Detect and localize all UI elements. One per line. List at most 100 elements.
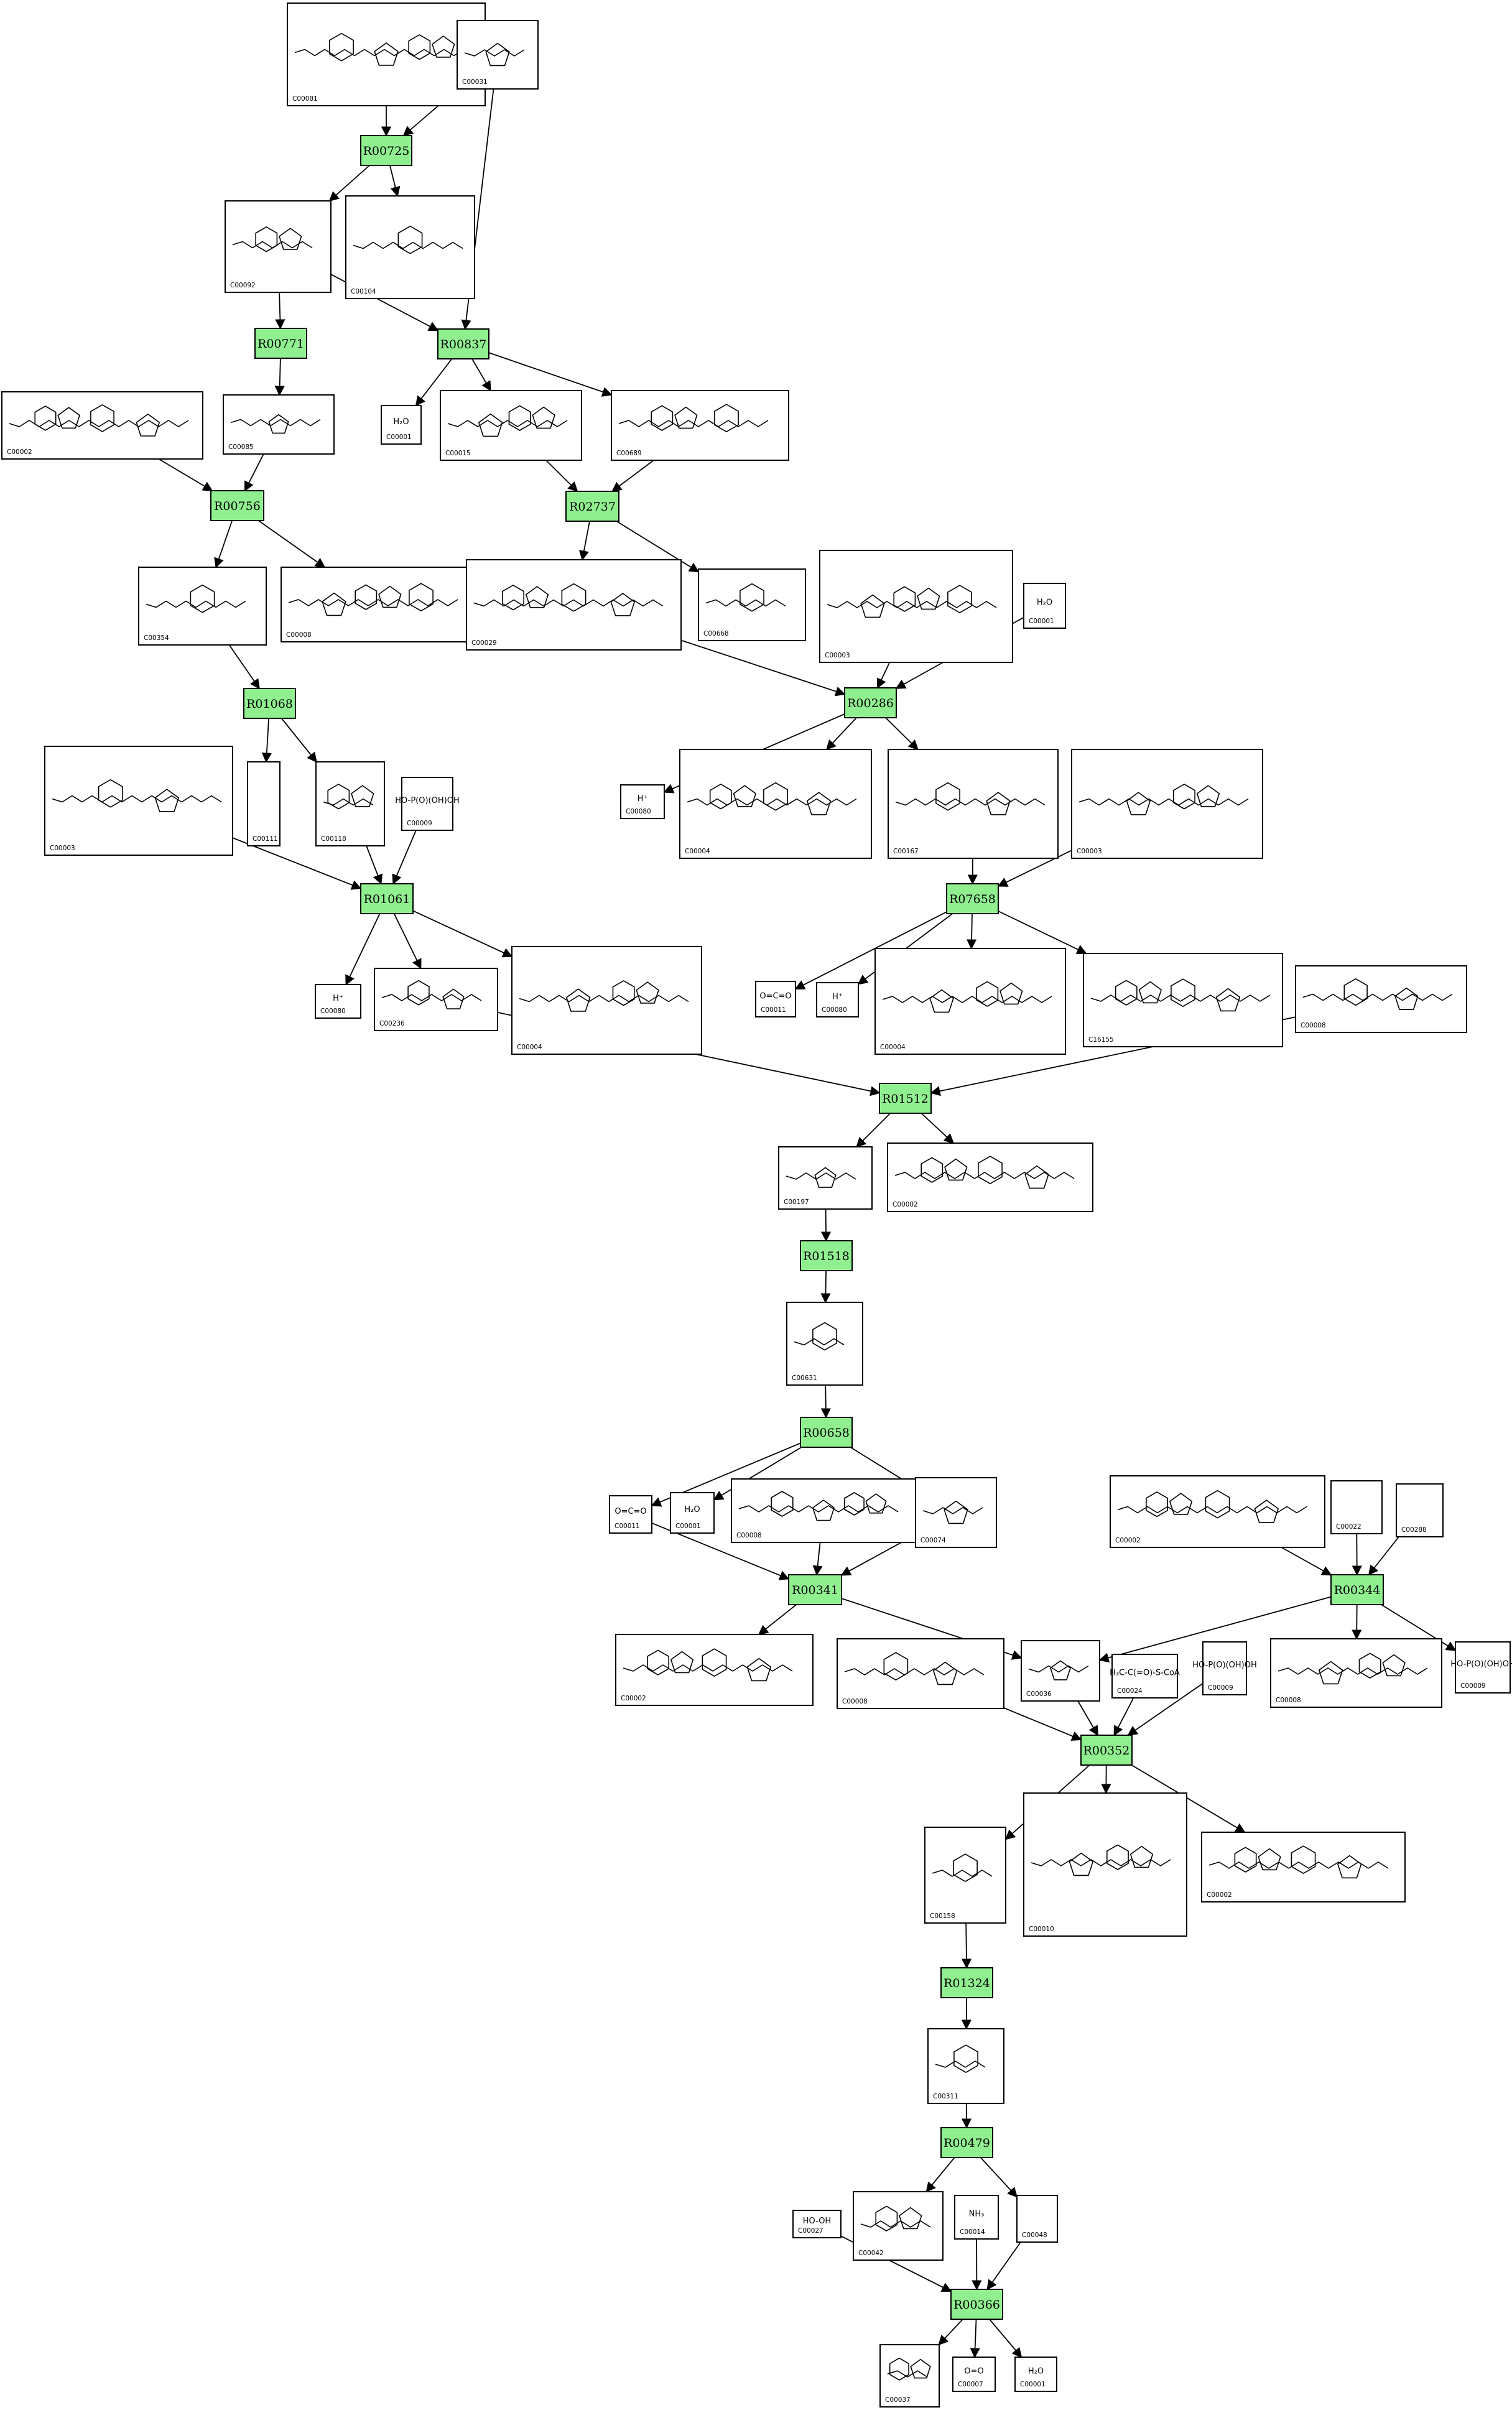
compound-node-n21[interactable]: C00004	[679, 749, 872, 859]
compound-node-n10[interactable]: C00354	[138, 567, 267, 646]
reaction-node-r18[interactable]: R00366	[950, 2289, 1003, 2320]
compound-node-n50[interactable]: C00010	[1023, 1792, 1187, 1937]
compound-node-n40[interactable]: C00022	[1330, 1480, 1383, 1534]
compound-node-n41[interactable]: C00288	[1396, 1483, 1444, 1537]
compound-node-n43[interactable]: C00008	[837, 1638, 1004, 1709]
compound-node-n34[interactable]: C00631	[786, 1302, 863, 1386]
compound-node-n3[interactable]: C00092	[225, 200, 332, 293]
compound-node-n38[interactable]: C00074	[915, 1477, 997, 1548]
reaction-node-r10[interactable]: R01512	[879, 1083, 932, 1114]
edge-n37-r13	[812, 1542, 823, 1576]
reaction-node-r11[interactable]: R01518	[800, 1240, 853, 1271]
reaction-node-r8[interactable]: R01061	[360, 883, 414, 914]
compound-node-n44[interactable]: C00036	[1021, 1640, 1100, 1702]
reaction-node-r7[interactable]: R00286	[844, 687, 897, 718]
compound-node-n14[interactable]: C00003	[819, 550, 1013, 663]
compound-node-n29[interactable]: C00004	[874, 948, 1066, 1055]
compound-node-n25[interactable]: C00236	[374, 968, 498, 1031]
compound-id-label: C00008	[736, 1532, 762, 1539]
compound-node-n2[interactable]: C00031	[457, 20, 539, 90]
molecule-structure-icon	[623, 1648, 793, 1682]
reaction-node-r5[interactable]: R02737	[565, 491, 619, 522]
reaction-node-r1[interactable]: R00725	[360, 135, 412, 166]
compound-node-n8[interactable]: C00015	[440, 390, 582, 461]
edge-n6-r4	[158, 458, 213, 491]
edge-r13-n42	[758, 1604, 797, 1636]
compound-node-n17[interactable]: C00111	[247, 761, 281, 846]
compound-box	[609, 1495, 652, 1534]
compound-node-n26[interactable]: C00004	[511, 946, 702, 1055]
reaction-node-r4[interactable]: R00756	[210, 490, 264, 521]
compound-node-n47[interactable]: C00008	[1270, 1638, 1442, 1708]
compound-node-n23[interactable]: C00003	[1071, 749, 1263, 859]
compound-node-n56[interactable]: C00048	[1016, 2195, 1058, 2243]
compound-node-n12[interactable]: C00029	[466, 559, 682, 651]
compound-node-n5[interactable]: C00085	[223, 394, 335, 455]
reaction-box	[243, 688, 296, 719]
compound-node-n49[interactable]: C00158	[924, 1827, 1006, 1924]
compound-node-n24[interactable]: H⁺C00080	[315, 984, 361, 1019]
reaction-node-r3[interactable]: R00837	[437, 328, 489, 359]
compound-node-n1[interactable]: C00081	[287, 2, 486, 106]
compound-node-n33[interactable]: C00002	[887, 1142, 1093, 1212]
compound-id-label: C00024	[1117, 1687, 1143, 1695]
compound-node-n42[interactable]: C00002	[615, 1634, 814, 1706]
edge-r2-n5	[274, 358, 285, 396]
compound-node-n32[interactable]: C00197	[778, 1146, 873, 1210]
compound-box	[924, 1827, 1006, 1924]
compound-node-n6[interactable]: C00002	[1, 391, 203, 460]
reaction-box	[788, 1574, 842, 1605]
compound-formula: H₂O	[1037, 598, 1052, 608]
compound-node-n11[interactable]: C00008	[281, 567, 475, 642]
compound-id-label: C00080	[626, 808, 651, 815]
reaction-node-r17[interactable]: R00479	[940, 2127, 993, 2158]
compound-node-n13[interactable]: C00668	[698, 568, 806, 641]
edge-n10-r6	[228, 644, 260, 690]
reaction-node-r6[interactable]: R01068	[243, 688, 296, 719]
compound-node-n51[interactable]: C00002	[1201, 1832, 1406, 1903]
compound-node-n37[interactable]: C00008	[731, 1478, 916, 1543]
reaction-node-r2[interactable]: R00771	[254, 328, 307, 359]
reaction-node-r9[interactable]: R07658	[946, 883, 999, 914]
compound-node-n20[interactable]: H⁺C00080	[620, 784, 665, 819]
reaction-node-r13[interactable]: R00341	[788, 1574, 842, 1605]
edge-n32-r11	[820, 1208, 832, 1242]
compound-node-n22[interactable]: C00167	[888, 749, 1059, 859]
edge-n18-r8	[366, 845, 383, 885]
reaction-node-r16[interactable]: R01324	[940, 1967, 993, 1998]
compound-node-n57[interactable]: C00037	[879, 2344, 940, 2408]
compound-node-n39[interactable]: C00002	[1110, 1475, 1325, 1548]
reaction-node-r12[interactable]: R00658	[800, 1417, 853, 1448]
reaction-node-r14[interactable]: R00344	[1330, 1574, 1384, 1605]
compound-node-n9[interactable]: C00689	[611, 390, 789, 461]
compound-node-n16[interactable]: C00003	[44, 746, 233, 856]
edge-r7-n21	[825, 717, 857, 751]
compound-node-n31[interactable]: C00008	[1295, 965, 1467, 1033]
compound-node-n4[interactable]: C00104	[345, 195, 475, 299]
reaction-node-r15[interactable]: R00352	[1080, 1735, 1133, 1766]
compound-node-n54[interactable]: C00042	[853, 2191, 944, 2261]
compound-id-label: C00042	[858, 2250, 884, 2257]
compound-formula: O=C=O	[759, 991, 791, 1001]
compound-node-n18[interactable]: C00118	[315, 761, 385, 846]
edge-n49-r16	[961, 1922, 972, 1969]
compound-node-n28[interactable]: H⁺C00080	[816, 982, 859, 1017]
compound-node-n30[interactable]: C16155	[1083, 953, 1283, 1047]
reaction-id-label: R00658	[803, 1426, 850, 1440]
compound-box	[1201, 1832, 1406, 1903]
compound-node-n52[interactable]: C00311	[927, 2028, 1004, 2104]
edge-r6-n18	[281, 718, 317, 763]
